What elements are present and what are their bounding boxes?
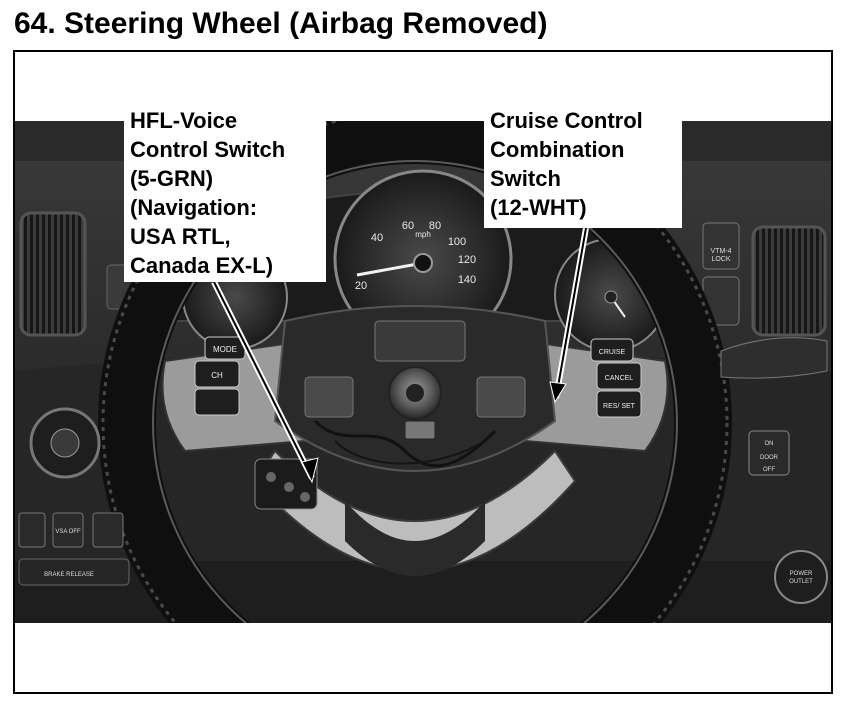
callout-line: (5-GRN) bbox=[130, 166, 214, 191]
speedo-tick-20: 20 bbox=[355, 280, 367, 292]
callout-line: (Navigation: bbox=[130, 195, 258, 220]
svg-text:BRAKE RELEASE: BRAKE RELEASE bbox=[44, 572, 94, 578]
callout-line: Switch bbox=[490, 166, 561, 191]
blank-button bbox=[92, 512, 124, 548]
door-switch bbox=[748, 430, 790, 476]
vtm-lock-button bbox=[702, 222, 740, 270]
speedo-unit: mph bbox=[415, 230, 431, 239]
svg-text:MODE: MODE bbox=[213, 345, 237, 354]
speedo-tick-80: 80 bbox=[429, 220, 441, 232]
speedo-tick-120: 120 bbox=[458, 254, 476, 266]
callout-line: Control Switch bbox=[130, 137, 286, 162]
channel-down-button bbox=[194, 388, 240, 416]
svg-text:LOCK: LOCK bbox=[711, 256, 730, 263]
svg-text:OFF: OFF bbox=[763, 467, 775, 473]
callout-line: HFL-Voice bbox=[130, 108, 238, 133]
svg-text:POWER: POWER bbox=[790, 571, 813, 577]
steering-wheel-rim bbox=[98, 121, 732, 623]
speedo-tick-100: 100 bbox=[448, 236, 466, 248]
speedo-tick-140: 140 bbox=[458, 274, 476, 286]
svg-text:RES/ SET: RES/ SET bbox=[603, 403, 636, 410]
callout-line: Combination bbox=[490, 137, 625, 162]
fog-light-button bbox=[18, 512, 46, 548]
callout-line: (12-WHT) bbox=[490, 195, 587, 220]
svg-text:CH: CH bbox=[211, 371, 223, 380]
callout-line: Canada EX-L) bbox=[130, 253, 274, 278]
svg-text:OUTLET: OUTLET bbox=[789, 579, 813, 585]
cruise-control-switch-callout: Cruise Control Combination Switch (12-WH… bbox=[484, 104, 682, 228]
right-air-vent bbox=[751, 225, 827, 337]
vtm-lock-label: VTM-4 bbox=[711, 248, 732, 255]
speedo-tick-40: 40 bbox=[371, 232, 383, 244]
svg-text:ON: ON bbox=[765, 441, 774, 447]
brake-release-handle bbox=[18, 558, 130, 586]
hfl-voice-control-switch-callout: HFL-Voice Control Switch (5-GRN) (Naviga… bbox=[124, 104, 326, 282]
callout-line: USA RTL, bbox=[130, 224, 231, 249]
left-air-vent bbox=[19, 211, 87, 337]
svg-text:CRUISE: CRUISE bbox=[599, 349, 626, 356]
svg-text:VSA OFF: VSA OFF bbox=[55, 529, 81, 535]
speedo-tick-60: 60 bbox=[402, 220, 414, 232]
cruise-button bbox=[590, 338, 634, 362]
vsa-off-button bbox=[52, 512, 84, 548]
svg-text:CANCEL: CANCEL bbox=[605, 375, 634, 382]
speedo-needle bbox=[356, 261, 424, 277]
cancel-button bbox=[596, 362, 642, 390]
gear-shifter bbox=[720, 337, 828, 379]
power-outlet bbox=[774, 550, 828, 604]
svg-text:DOOR: DOOR bbox=[760, 455, 779, 461]
resume-set-button bbox=[596, 390, 642, 418]
callout-line: Cruise Control bbox=[490, 108, 643, 133]
page-title: 64. Steering Wheel (Airbag Removed) bbox=[14, 7, 548, 40]
